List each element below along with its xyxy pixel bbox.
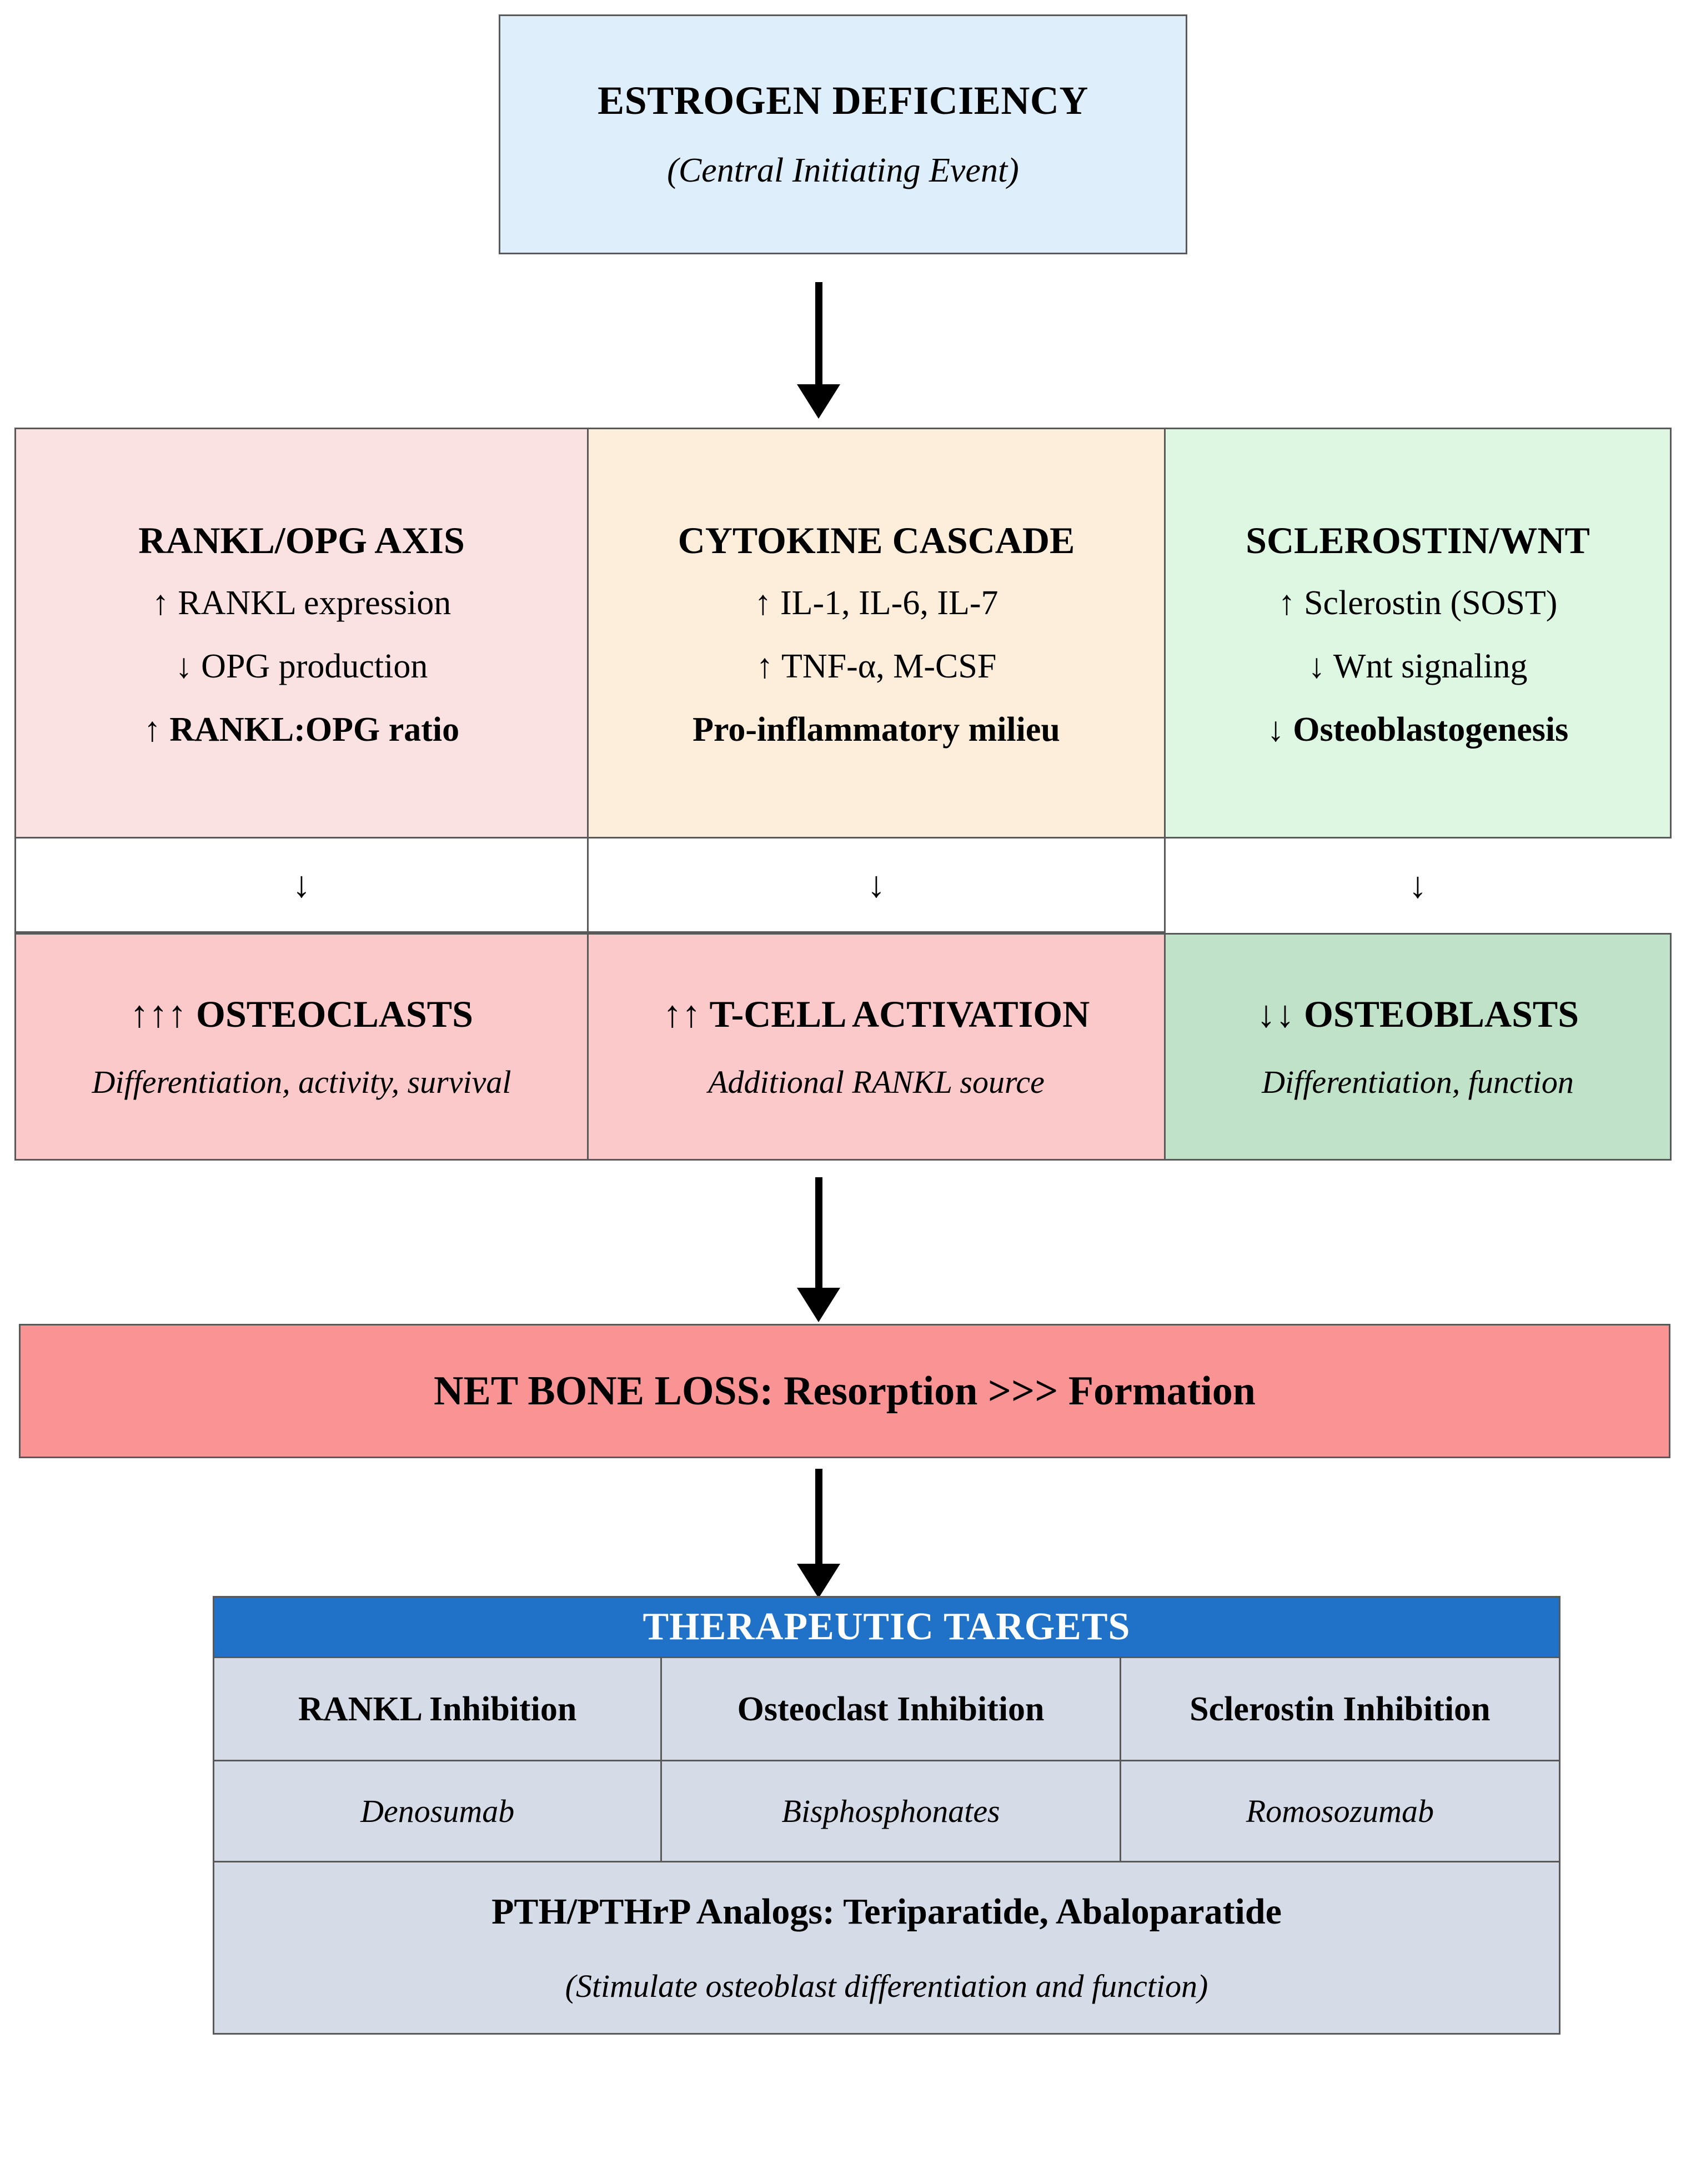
therapeutic-targets-title-row: RANKL Inhibition Osteoclast Inhibition S… [213,1658,1560,1761]
mechanism-card-cytokine: CYTOKINE CASCADE ↑ IL-1, IL-6, IL-7 ↑ TN… [587,428,1166,839]
therapeutic-drug-name: Bisphosphonates [781,1793,1000,1829]
arrow-shaft [815,1469,822,1564]
therapeutic-target-title: RANKL Inhibition [298,1690,577,1728]
mechanism-heading: CYTOKINE CASCADE [678,519,1075,561]
mechanism-card-rankl-opg: RANKL/OPG AXIS ↑ RANKL expression ↓ OPG … [14,428,589,839]
mechanism-line: ↑ RANKL expression [152,584,451,622]
therapeutic-drug-cell-romosozumab: Romosozumab [1121,1761,1560,1862]
arrow-shaft [815,282,822,385]
mechanism-line: ↑ IL-1, IL-6, IL-7 [754,584,998,622]
therapeutic-drug-name: Denosumab [360,1793,515,1829]
mechanism-column-sclerostin-wnt: SCLEROSTIN/WNT ↑ Sclerostin (SOST) ↓ Wnt… [1164,428,1672,1161]
mechanism-line: ↓ Wnt signaling [1308,647,1528,685]
therapeutic-target-cell-sclerostin: Sclerostin Inhibition [1121,1658,1560,1761]
outcome-title: ↓↓ OSTEOBLASTS [1256,993,1579,1035]
outcome-title: ↑↑↑ OSTEOCLASTS [130,993,473,1035]
mechanism-column-cytokine: CYTOKINE CASCADE ↑ IL-1, IL-6, IL-7 ↑ TN… [587,428,1166,1161]
down-arrow-icon: ↓ [1408,865,1427,906]
therapeutic-targets-header: THERAPEUTIC TARGETS [213,1596,1560,1658]
arrow-outcomes-to-net-bone-loss [796,1177,841,1322]
therapeutic-drug-cell-bisphosphonates: Bisphosphonates [662,1761,1121,1862]
net-bone-loss-banner: NET BONE LOSS: Resorption >>> Formation [19,1324,1670,1458]
outcome-card-osteoclasts: ↑↑↑ OSTEOCLASTS Differentiation, activit… [14,933,589,1161]
outcome-subtitle: Differentiation, activity, survival [92,1064,511,1100]
mechanism-heading: RANKL/OPG AXIS [138,519,465,561]
mechanism-bold-line: ↑ RANKL:OPG ratio [143,711,460,749]
mechanism-heading: SCLEROSTIN/WNT [1246,519,1590,561]
estrogen-deficiency-subtitle: (Central Initiating Event) [667,152,1019,190]
therapeutic-target-cell-rankl: RANKL Inhibition [213,1658,663,1761]
therapeutic-drug-name: Romosozumab [1246,1793,1434,1829]
mechanism-connector-cell-1: ↓ [14,839,589,933]
mechanism-connector-cell-2: ↓ [587,839,1166,933]
estrogen-deficiency-title: ESTROGEN DEFICIENCY [598,78,1088,123]
therapeutic-target-title: Sclerostin Inhibition [1190,1690,1491,1728]
therapeutic-targets-block: THERAPEUTIC TARGETS RANKL Inhibition Ost… [213,1596,1560,2180]
therapeutic-targets-title: THERAPEUTIC TARGETS [643,1605,1131,1648]
estrogen-deficiency-box: ESTROGEN DEFICIENCY (Central Initiating … [499,14,1187,254]
down-arrow-icon: ↓ [867,864,886,905]
therapeutic-drug-cell-denosumab: Denosumab [213,1761,663,1862]
net-bone-loss-text: NET BONE LOSS: Resorption >>> Formation [434,1368,1256,1414]
arrow-shaft [815,1177,822,1288]
outcome-card-tcell: ↑↑ T-CELL ACTIVATION Additional RANKL so… [587,933,1166,1161]
therapeutic-footer-title: PTH/PTHrP Analogs: Teriparatide, Abalopa… [491,1891,1282,1932]
outcome-title: ↑↑ T-CELL ACTIVATION [663,993,1090,1035]
mechanism-connector-cell-3: ↓ [1164,839,1672,933]
mechanism-line: ↓ OPG production [175,647,428,685]
mechanism-line: ↑ TNF-α, M-CSF [756,647,997,685]
mechanism-bold-line: Pro-inflammatory milieu [693,711,1060,749]
therapeutic-target-cell-osteoclast: Osteoclast Inhibition [662,1658,1121,1761]
therapeutic-target-title: Osteoclast Inhibition [737,1690,1045,1728]
arrow-head [797,1288,840,1322]
therapeutic-targets-footer: PTH/PTHrP Analogs: Teriparatide, Abalopa… [213,1862,1560,2035]
mechanism-line: ↑ Sclerostin (SOST) [1278,584,1558,622]
outcome-subtitle: Additional RANKL source [708,1064,1045,1100]
arrow-estrogen-to-mechanisms [796,282,841,419]
down-arrow-icon: ↓ [292,864,311,905]
mechanism-grid: RANKL/OPG AXIS ↑ RANKL expression ↓ OPG … [14,428,1672,1161]
mechanism-column-rankl-opg: RANKL/OPG AXIS ↑ RANKL expression ↓ OPG … [14,428,589,1161]
arrow-head [797,384,840,419]
outcome-subtitle: Differentiation, function [1262,1064,1574,1100]
arrow-net-bone-loss-to-targets [796,1469,841,1598]
arrow-head [797,1564,840,1598]
therapeutic-targets-drug-row: Denosumab Bisphosphonates Romosozumab [213,1761,1560,1862]
therapeutic-footer-subtitle: (Stimulate osteoblast differentiation an… [565,1967,1208,2004]
mechanism-bold-line: ↓ Osteoblastogenesis [1267,711,1569,749]
outcome-card-osteoblasts: ↓↓ OSTEOBLASTS Differentiation, function [1164,933,1672,1161]
mechanism-card-sclerostin-wnt: SCLEROSTIN/WNT ↑ Sclerostin (SOST) ↓ Wnt… [1164,428,1672,839]
